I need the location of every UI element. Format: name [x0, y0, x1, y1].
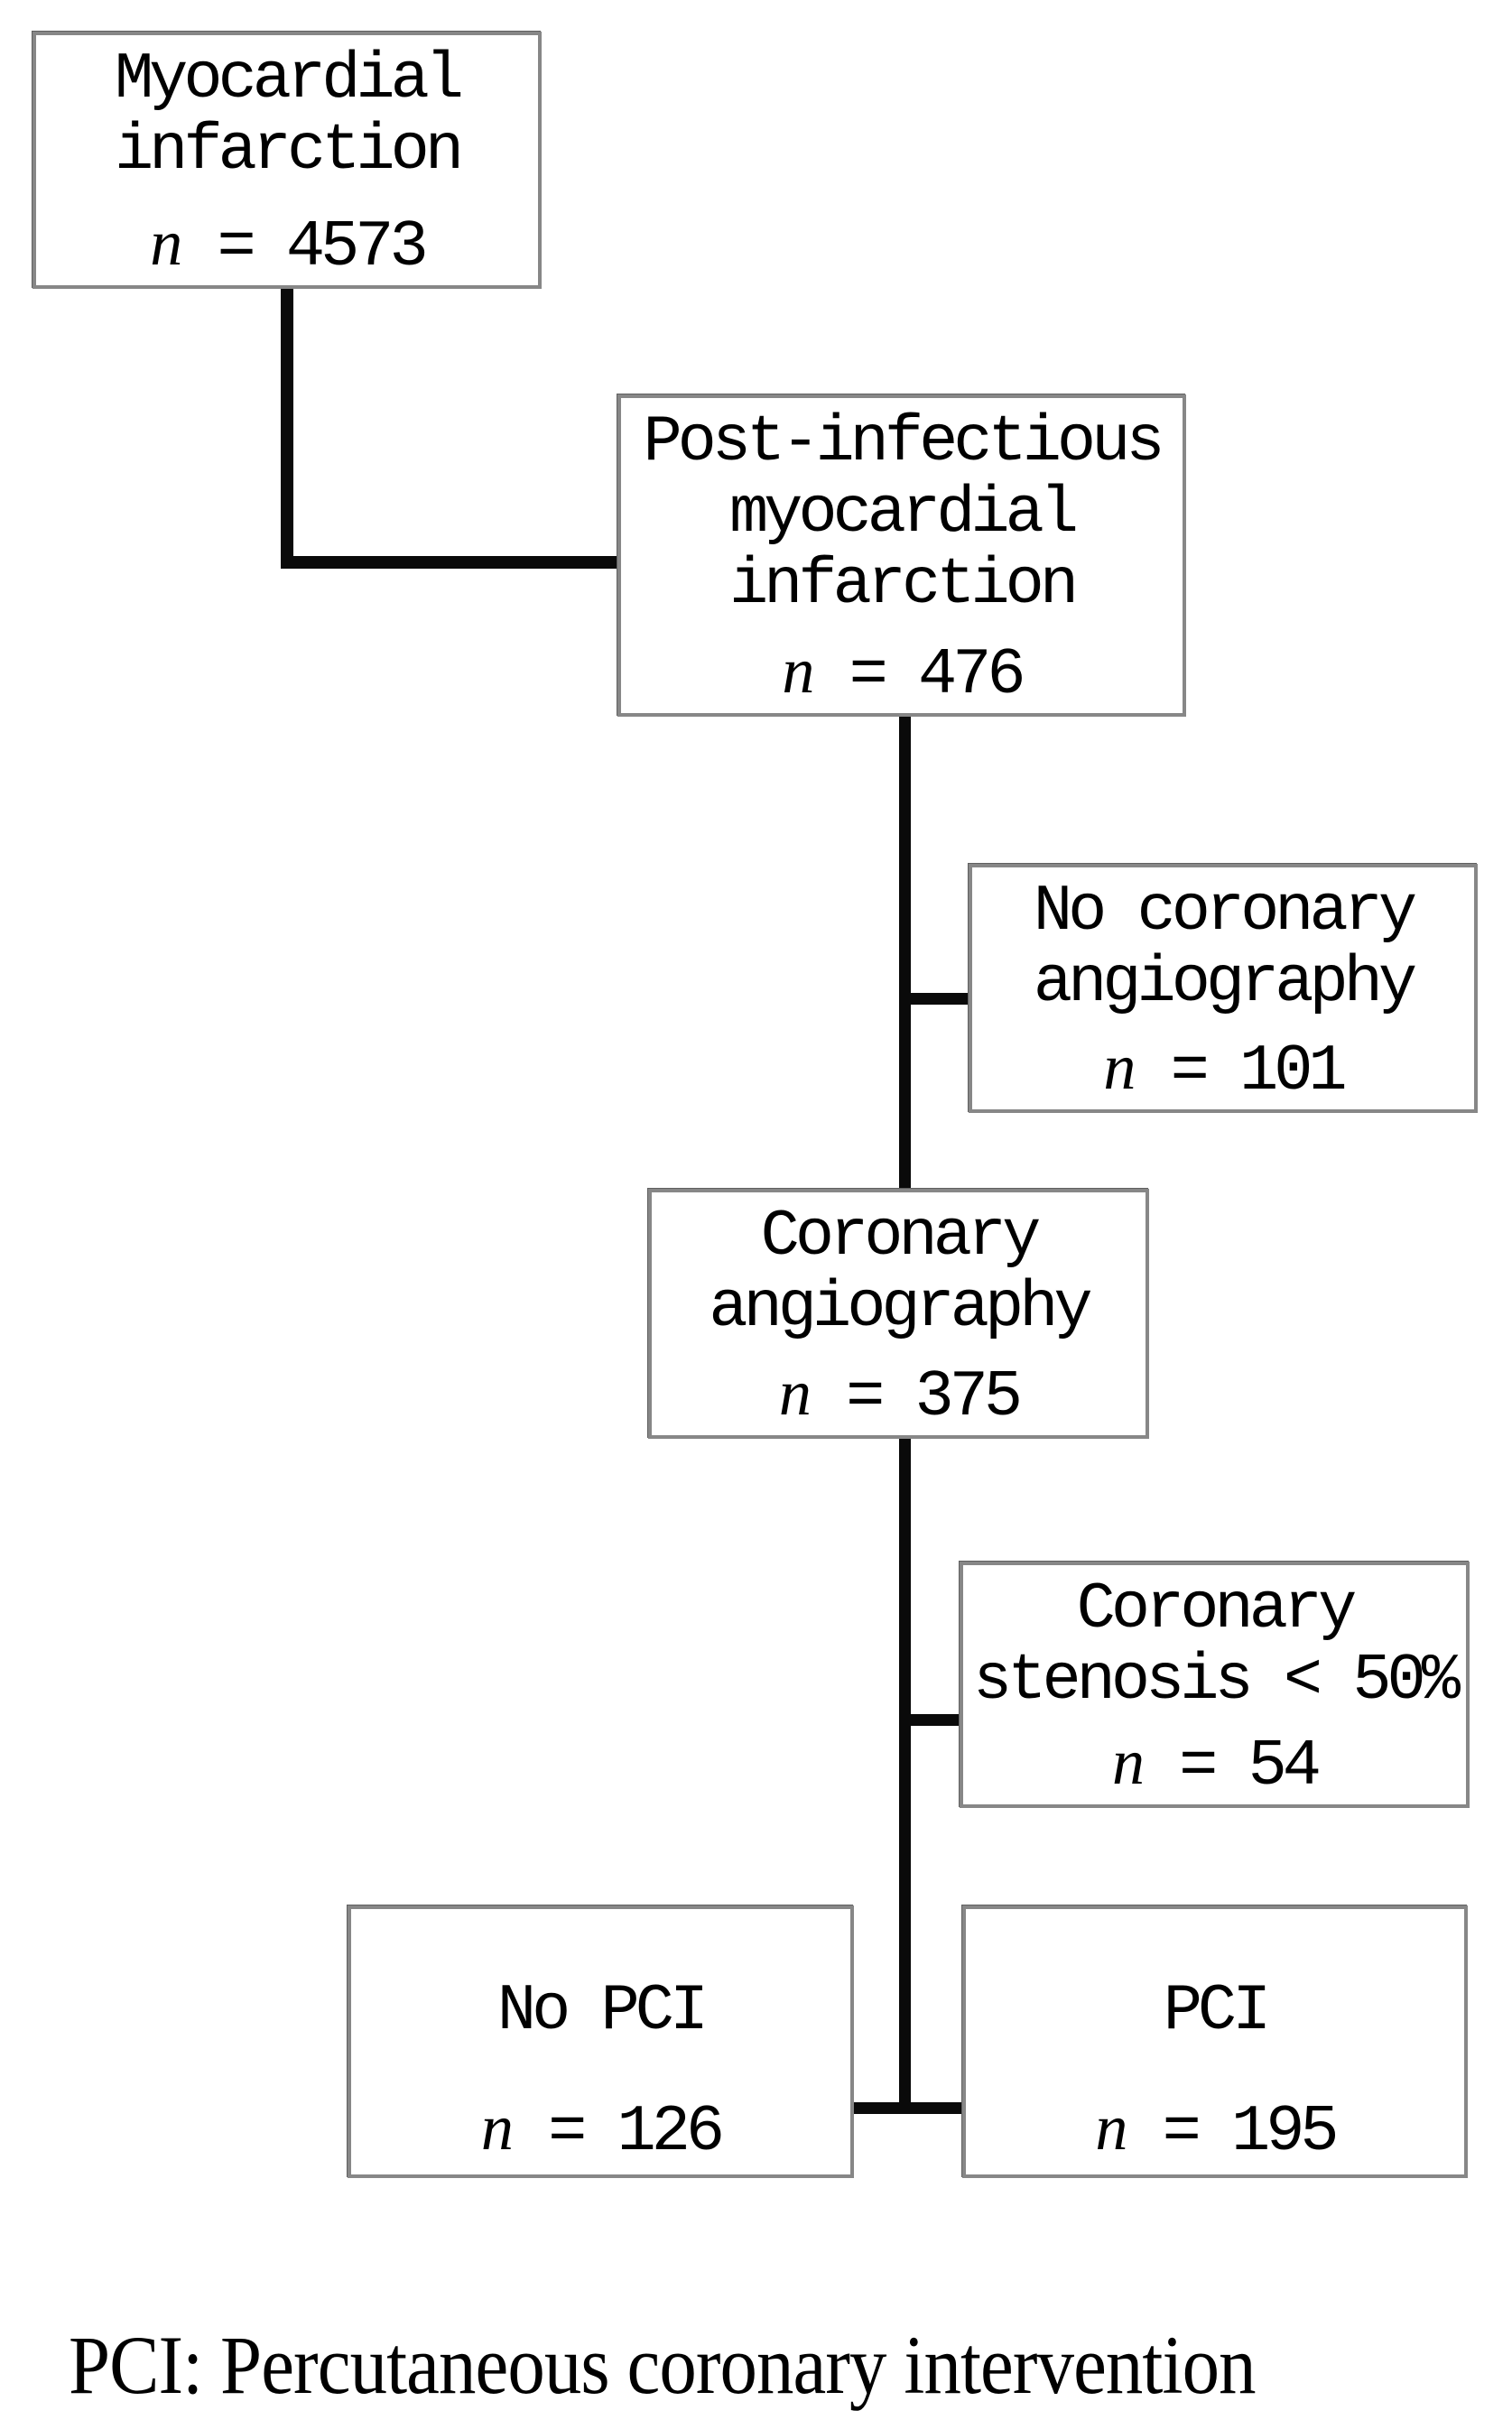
box-title-line: angiography — [709, 1271, 1092, 1346]
box-title-line: infarction — [728, 548, 1079, 623]
box-title-line: stenosis < 50% — [973, 1644, 1461, 1719]
sample-size: n = 101 — [1103, 1030, 1348, 1108]
box-no-coronary-angiography: No coronary angiography n = 101 — [969, 864, 1478, 1113]
box-pci: PCI n = 195 — [962, 1905, 1468, 2178]
sample-size: n = 54 — [1111, 1725, 1322, 1803]
box-post-infectious-myocardial-infarction: Post-infectious myocardial infarction n … — [617, 394, 1186, 717]
n-value: = 375 — [811, 1359, 1023, 1434]
box-title: Post-infectious myocardial infarction — [643, 405, 1164, 623]
box-title-line: No PCI — [496, 1974, 709, 2048]
n-symbol: n — [1095, 2091, 1128, 2165]
n-value: = 54 — [1144, 1729, 1322, 1803]
box-title: PCI — [1163, 1974, 1272, 2048]
box-title: No PCI — [496, 1974, 709, 2048]
n-value: = 101 — [1136, 1034, 1348, 1108]
box-title-line: Post-infectious — [643, 405, 1164, 479]
connector-junction-nopci-pci — [852, 2102, 966, 2114]
box-title-line: Coronary — [1076, 1572, 1358, 1646]
box-title-line: myocardial — [728, 477, 1079, 552]
n-symbol: n — [778, 1356, 812, 1429]
connector-mi-to-postmi-horizontal — [281, 556, 621, 569]
sample-size: n = 4573 — [150, 206, 428, 284]
n-value: = 126 — [513, 2095, 725, 2170]
connector-mi-to-postmi-vertical — [281, 287, 293, 569]
box-title-line: infarction — [114, 114, 464, 189]
box-title: No coronary angiography — [1033, 875, 1417, 1021]
sample-size: n = 195 — [1095, 2091, 1340, 2170]
box-title: Coronary stenosis < 50% — [973, 1572, 1461, 1719]
box-title-line: Myocardial — [114, 42, 464, 116]
n-symbol: n — [1103, 1030, 1136, 1103]
n-symbol: n — [480, 2091, 514, 2165]
sample-size: n = 375 — [778, 1356, 1023, 1434]
n-symbol: n — [782, 634, 815, 707]
abbreviation-footnote: PCI: Percutaneous coronary intervention — [69, 2319, 1257, 2411]
connector-branch-coronary-stenosis — [904, 1714, 963, 1726]
n-symbol: n — [1111, 1725, 1145, 1798]
n-value: = 4573 — [182, 209, 428, 284]
box-title: Coronary angiography — [709, 1200, 1092, 1346]
sample-size: n = 476 — [782, 634, 1026, 712]
n-value: = 476 — [814, 637, 1026, 712]
box-title-line: No coronary — [1033, 875, 1417, 949]
box-no-pci: No PCI n = 126 — [348, 1905, 854, 2178]
box-coronary-stenosis-under-50: Coronary stenosis < 50% n = 54 — [960, 1562, 1470, 1808]
box-title: Myocardial infarction — [114, 42, 464, 189]
n-value: = 195 — [1127, 2095, 1340, 2170]
connector-branch-no-angiography — [904, 993, 972, 1005]
box-title-line: PCI — [1163, 1974, 1272, 2048]
sample-size: n = 126 — [480, 2091, 725, 2170]
box-myocardial-infarction: Myocardial infarction n = 4573 — [32, 32, 542, 289]
box-title-line: Coronary — [760, 1200, 1042, 1274]
box-title-line: angiography — [1033, 946, 1417, 1021]
box-coronary-angiography: Coronary angiography n = 375 — [648, 1189, 1149, 1439]
n-symbol: n — [150, 206, 183, 279]
